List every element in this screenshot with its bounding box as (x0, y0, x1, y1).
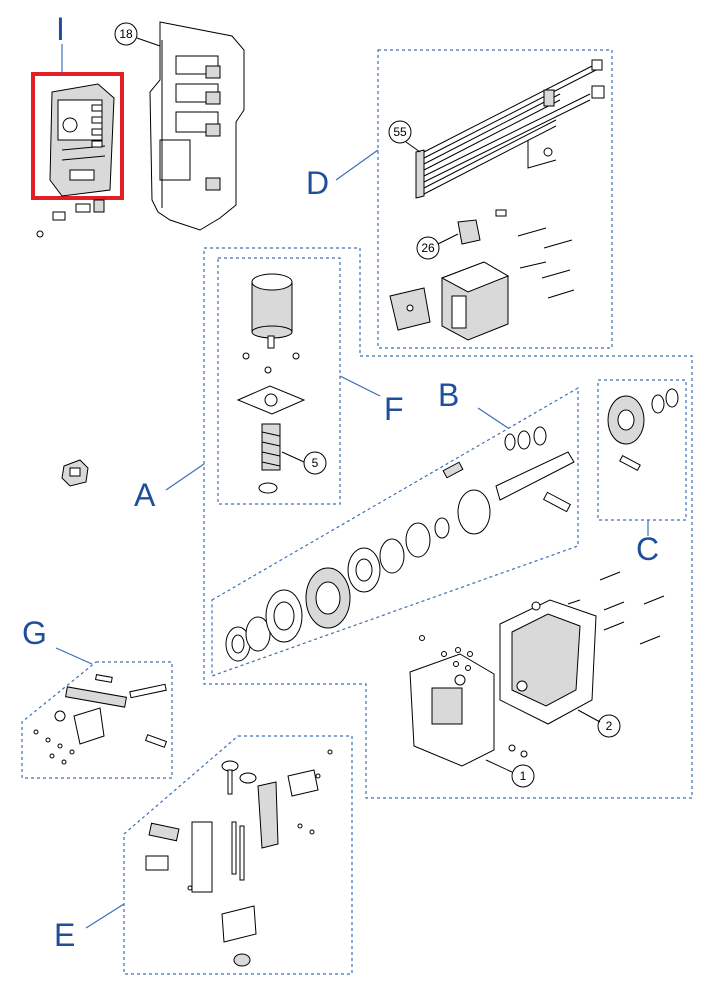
motor-screws (242, 352, 300, 374)
callout-1: 1 (520, 769, 527, 783)
label-e: E (54, 917, 75, 953)
callout-26: 26 (421, 241, 435, 255)
drive-gear[interactable] (607, 388, 679, 472)
frame-e (123, 735, 353, 975)
limit-switch-assembly[interactable] (33, 674, 168, 765)
gearbox-cover[interactable] (499, 599, 597, 725)
receiver-assembly[interactable] (145, 749, 333, 967)
label-d: D (306, 165, 329, 201)
frame-d (377, 49, 613, 349)
small-bracket (61, 459, 89, 487)
callout-18: 18 (119, 27, 133, 41)
label-b: B (438, 377, 459, 413)
wire-harness[interactable] (415, 59, 605, 199)
label-g: G (22, 615, 47, 651)
label-f: F (384, 391, 404, 427)
label-i: I (56, 11, 65, 47)
part-group-i[interactable] (31, 72, 124, 200)
frame-c (597, 379, 687, 521)
motor-plate (236, 385, 306, 415)
frame-a (203, 247, 693, 799)
chassis-plate[interactable] (149, 21, 245, 231)
small-fasteners-i (36, 199, 105, 238)
gear-train[interactable] (225, 426, 575, 662)
callout-55: 55 (393, 125, 407, 139)
motor[interactable] (251, 273, 293, 349)
frame-f (217, 257, 341, 505)
gearbox-housing[interactable] (409, 653, 495, 767)
label-a: A (134, 477, 156, 513)
screws-d (517, 227, 575, 299)
relay-block (457, 209, 507, 245)
callout-18-circle (114, 22, 138, 46)
callout-5: 5 (312, 456, 319, 470)
worm-gear[interactable] (258, 423, 281, 494)
mounting-plate (389, 287, 431, 331)
highlight-box (31, 72, 124, 200)
callout-2: 2 (606, 719, 613, 733)
housing-screws (419, 571, 665, 758)
transformer[interactable] (440, 261, 510, 341)
frame-g (21, 661, 173, 779)
label-c: C (636, 531, 659, 567)
